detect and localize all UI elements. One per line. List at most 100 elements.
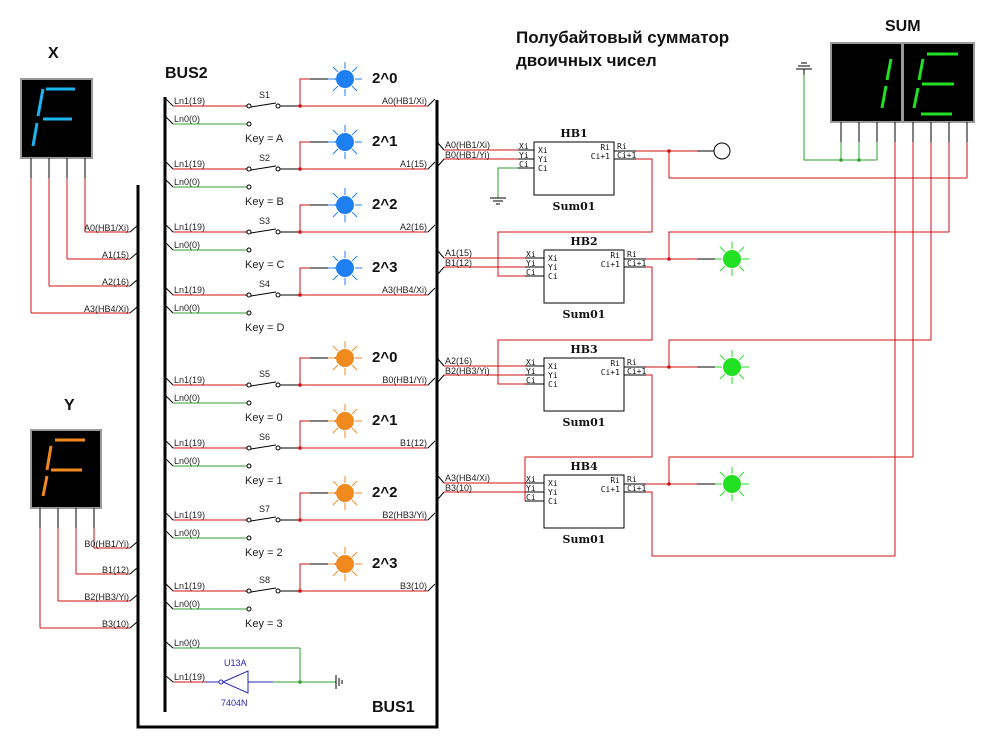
switch-blade	[250, 291, 277, 297]
sum-wiring	[490, 151, 967, 557]
net-out-label: A1(15)	[400, 159, 427, 169]
switch-s2[interactable]	[246, 165, 281, 172]
switch-key-label: Key = 0	[245, 412, 283, 424]
input-a-label: A3(HB4/Xi)	[445, 473, 490, 483]
adder-type: Sum01	[563, 533, 606, 546]
ln1-label: Ln1(19)	[174, 222, 205, 232]
switch-name: S8	[259, 575, 270, 585]
adder-box	[543, 357, 625, 412]
ln0-label: Ln0(0)	[174, 393, 200, 403]
ln0-label: Ln0(0)	[174, 240, 200, 250]
switch-contact	[246, 517, 252, 523]
adder-box	[543, 249, 625, 304]
indicator-lamp-icon	[328, 341, 362, 375]
x-pin-label-1: A1(15)	[102, 250, 129, 260]
input-a-label: A1(15)	[445, 248, 472, 258]
input-b-label: B3(10)	[445, 483, 472, 493]
ln1-label: Ln1(19)	[174, 581, 205, 591]
switch-contact	[246, 310, 252, 316]
ln0-label: Ln0(0)	[174, 303, 200, 313]
switch-s3[interactable]	[246, 228, 281, 235]
switch-contact	[246, 121, 252, 127]
switch-key-label: Key = B	[245, 196, 284, 208]
display-y	[30, 429, 102, 509]
switch-key-label: Key = 1	[245, 475, 283, 487]
pin-label-outer: Yi	[526, 259, 536, 268]
switch-s4[interactable]	[246, 291, 281, 298]
ln0-label-inv: Ln0(0)	[174, 638, 200, 648]
switch-blade	[250, 381, 277, 387]
pin-label-outer: Ri	[627, 250, 637, 259]
switch-contact	[275, 588, 281, 594]
lamp-weight-label: 2^0	[372, 70, 397, 87]
pin-label-inner: Ci	[548, 380, 558, 389]
pin-label-outer: Ci	[519, 160, 529, 169]
pin-label-inner: Ri	[610, 476, 620, 485]
switch-contact	[275, 229, 281, 235]
ln0-label: Ln0(0)	[174, 177, 200, 187]
display-sum	[830, 42, 975, 123]
switch-s5[interactable]	[246, 381, 281, 388]
pin-label-inner: Xi	[538, 146, 548, 155]
pin-label-outer: Ci+1	[627, 367, 646, 376]
switch-contact	[246, 184, 252, 190]
ln1-label: Ln1(19)	[174, 510, 205, 520]
pin-label-outer: Ci+1	[617, 151, 636, 160]
switch-s8[interactable]	[246, 587, 281, 594]
switch-name: S7	[259, 504, 270, 514]
lamp-weight-label: 2^3	[372, 555, 397, 572]
lamp-weight-label: 2^2	[372, 196, 397, 213]
switch-blade	[250, 102, 277, 108]
pin-label-outer: Ci	[526, 376, 536, 385]
switch-contact	[275, 517, 281, 523]
pin-label-inner: Xi	[548, 254, 558, 263]
segment-f	[36, 88, 45, 117]
net-out-label: B3(10)	[400, 581, 427, 591]
switch-key-label: Key = C	[245, 259, 284, 271]
switch-s1[interactable]	[246, 102, 281, 109]
ln0-label: Ln0(0)	[174, 114, 200, 124]
pin-label-outer: Ci+1	[627, 484, 646, 493]
indicator-lamp-icon	[328, 62, 362, 96]
ln0-label: Ln0(0)	[174, 528, 200, 538]
pin-label-inner: Yi	[548, 371, 558, 380]
title-line-1: Полубайтовый сумматор	[516, 28, 729, 47]
ln1-label-inv: Ln1(19)	[174, 672, 205, 682]
switch-blade	[250, 444, 277, 450]
pin-label-outer: Ri	[627, 475, 637, 484]
pin-label-outer: Xi	[526, 475, 536, 484]
switch-name: S2	[259, 153, 270, 163]
pin-label-inner: Yi	[548, 488, 558, 497]
title-line-2: двоичных чисел	[516, 51, 657, 70]
switch-s7[interactable]	[246, 516, 281, 523]
pin-label-outer: Ci+1	[627, 259, 646, 268]
indicator-lamp-icon	[328, 404, 362, 438]
carry-out-hb4	[646, 491, 895, 557]
inverter-part: 7404N	[221, 698, 248, 708]
switch-s6[interactable]	[246, 444, 281, 451]
switch-name: S4	[259, 279, 270, 289]
display-x	[20, 78, 93, 159]
inverter-ref: U13A	[224, 658, 247, 668]
switch-contact	[246, 247, 252, 253]
pin-label-inner: Ci+1	[601, 485, 620, 494]
segment-e	[41, 475, 49, 497]
y-pin-label-3: B3(10)	[102, 619, 129, 629]
input-b-label: B0(HB1/Yi)	[445, 150, 490, 160]
pin-label-outer: Xi	[526, 250, 536, 259]
switch-contact	[246, 229, 252, 235]
display-x-pins	[30, 158, 138, 314]
switch-name: S3	[259, 216, 270, 226]
input-b-label: B1(12)	[445, 258, 472, 268]
adder-type: Sum01	[553, 200, 596, 213]
pin-label-outer: Yi	[526, 484, 536, 493]
y-pin-label-0: B0(HB1/Yi)	[84, 539, 129, 549]
probe-icon	[713, 142, 731, 160]
ln1-label: Ln1(19)	[174, 159, 205, 169]
